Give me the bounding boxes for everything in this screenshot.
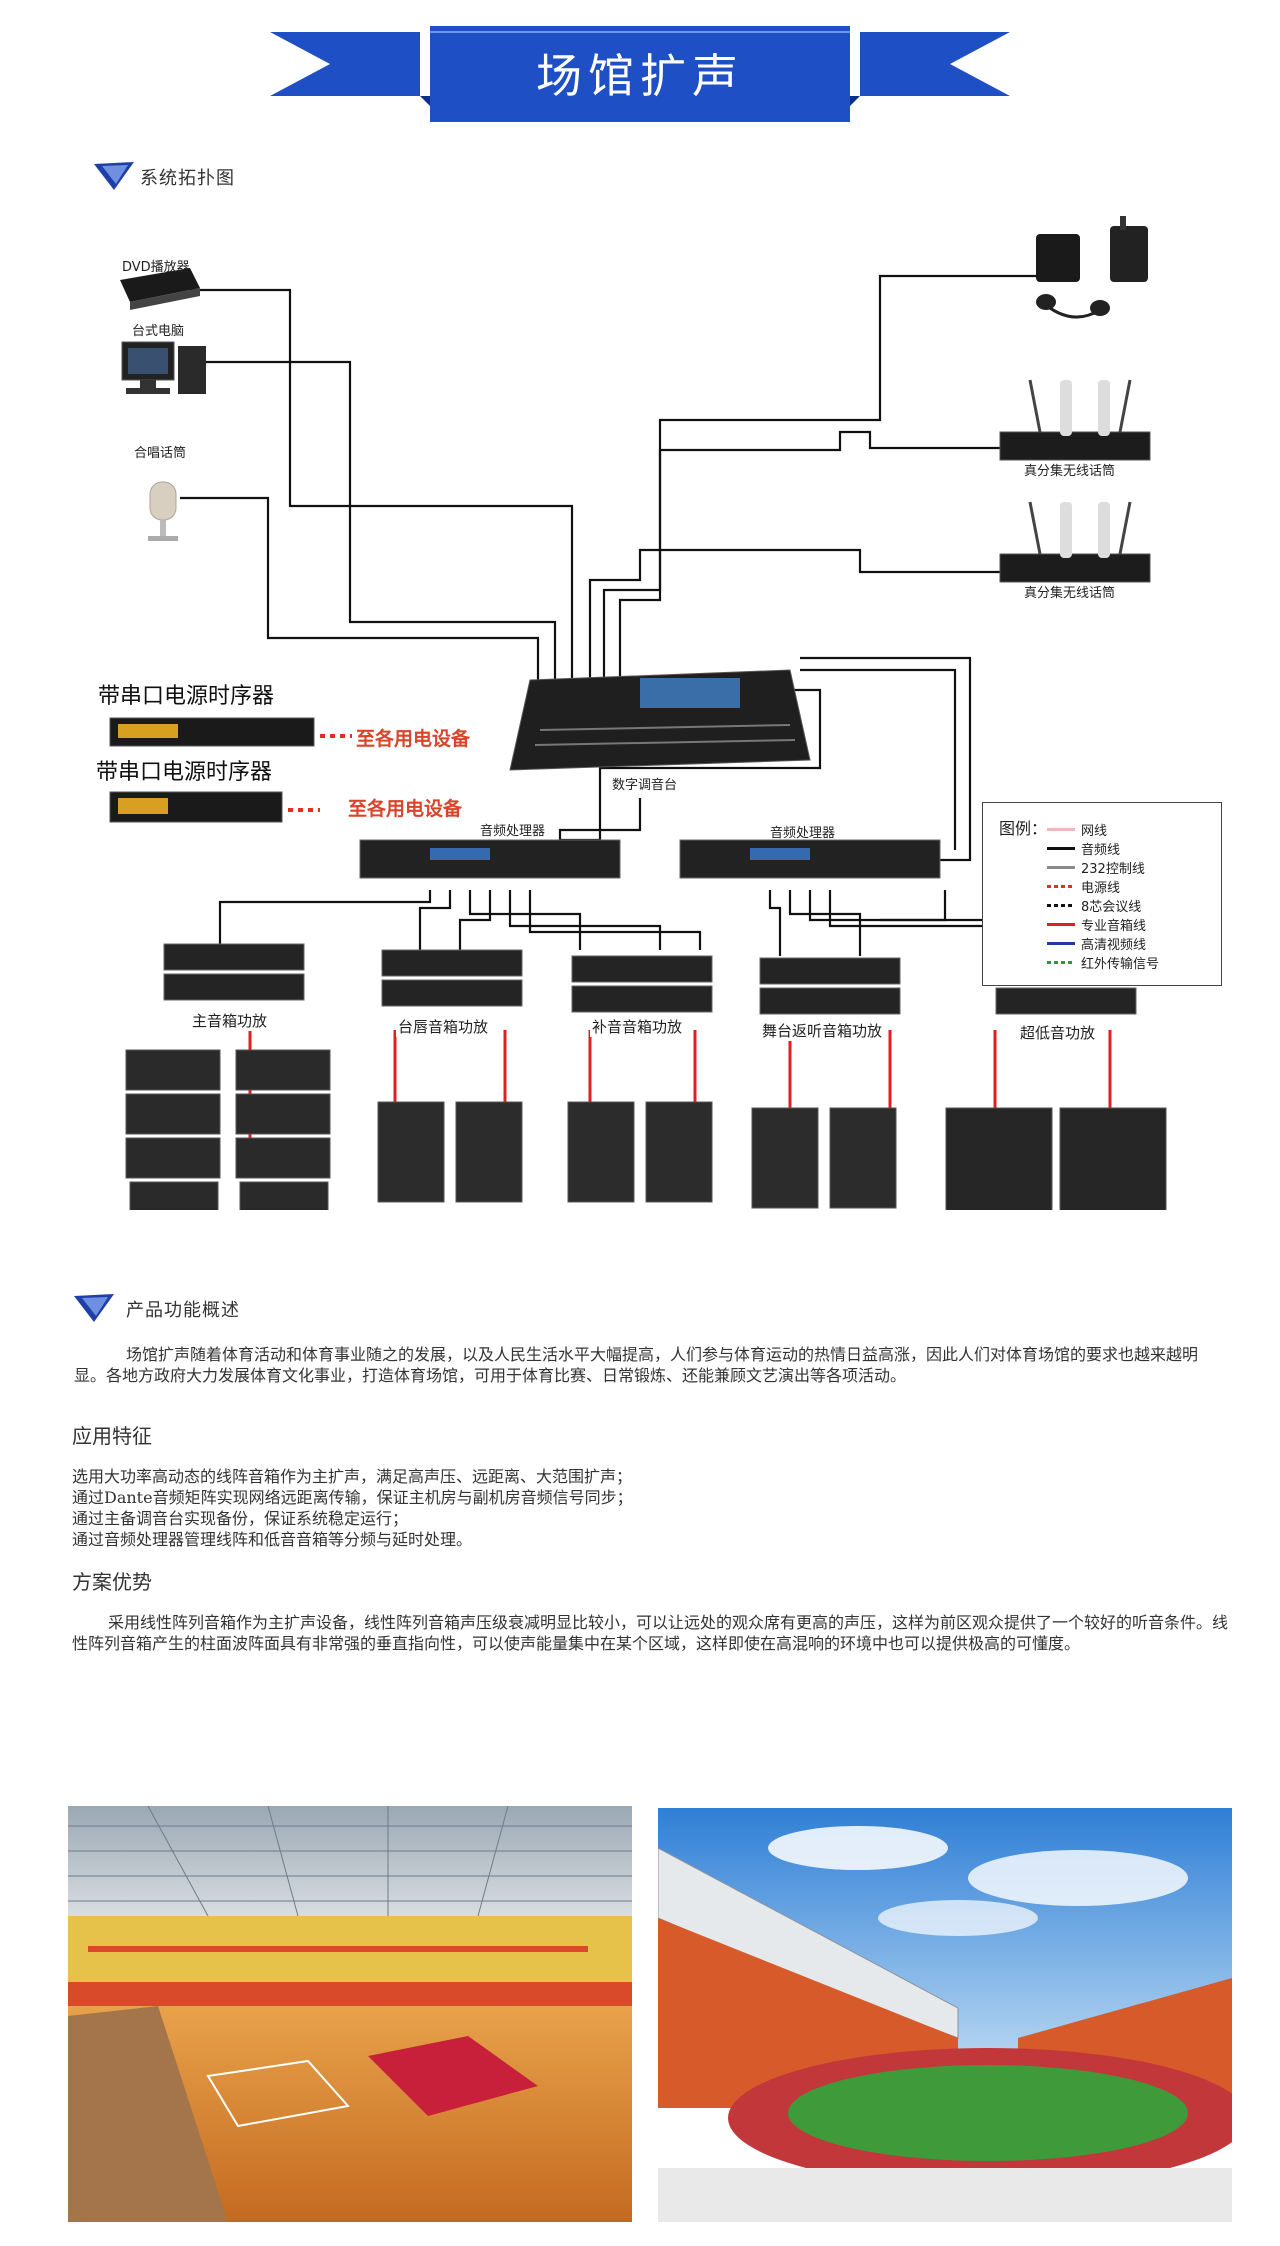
digital-mixer-icon xyxy=(509,669,811,771)
features-list: 选用大功率高动态的线阵音箱作为主扩声，满足高声压、远距离、大范围扩声； 通过Da… xyxy=(72,1466,1222,1550)
legend-item-rs232: 232控制线 xyxy=(1047,859,1217,877)
legend-title: 图例： xyxy=(999,819,1048,838)
section-heading-overview: 产品功能概述 xyxy=(72,1290,352,1324)
lavalier-headset-mic-icon xyxy=(1036,216,1148,319)
amp-label-subwoofer: 超低音功放 xyxy=(1018,1022,1098,1043)
dvd-player-label: DVD播放器 xyxy=(122,260,190,275)
outdoor-stadium-photo xyxy=(658,1808,1232,2222)
audio-processor-1-icon xyxy=(359,839,621,879)
amp-label-main: 主音箱功放 xyxy=(190,1010,270,1031)
amp-label-fill: 补音音箱功放 xyxy=(590,1016,685,1037)
feature-item: 通过音频处理器管理线阵和低音音箱等分频与延时处理。 xyxy=(72,1530,473,1549)
chorus-mic-label: 合唱话筒 xyxy=(134,446,187,461)
title-banner xyxy=(270,26,1010,122)
legend-item-speaker: 专业音箱线 xyxy=(1047,916,1217,934)
legend-item-network: 网线 xyxy=(1047,821,1217,839)
dvd-player-icon xyxy=(120,268,200,310)
section-title: 系统拓扑图 xyxy=(140,168,235,189)
amplifier-racks xyxy=(163,943,1137,1015)
audio-processor-2-icon xyxy=(679,839,941,879)
power-sequencer-2-icon xyxy=(109,791,283,823)
sequencer-1-label: 带串口电源时序器 xyxy=(98,684,275,709)
desktop-computer-icon xyxy=(121,341,206,394)
condenser-microphone-icon xyxy=(148,481,178,541)
amp-label-stage-lip: 台唇音箱功放 xyxy=(396,1016,491,1037)
triangle-marker-icon xyxy=(74,1294,114,1322)
feature-item: 通过Dante音频矩阵实现网络远距离传输，保证主机房与副机房音频信号同步； xyxy=(72,1488,633,1507)
legend-item-audio: 音频线 xyxy=(1047,840,1217,858)
legend-box: 图例： 网线 音频线 232控制线 电源线 8芯会议线 专业音箱线 高清视频线 xyxy=(982,802,1222,986)
desktop-label: 台式电脑 xyxy=(132,324,185,339)
topology-wiring xyxy=(109,216,1167,1210)
wireless-mic-1-label: 真分集无线话筒 xyxy=(1024,464,1116,479)
line-array-speakers xyxy=(125,1049,331,1210)
system-topology-diagram: DVD播放器 台式电脑 合唱话筒 真分集无线话筒 真分集无线话筒 带串口电源时序… xyxy=(0,150,1280,1210)
overview-intro: 场馆扩声随着体育活动和体育事业随之的发展，以及人民生活水平大幅提高，人们参与体育… xyxy=(74,1345,1199,1385)
to-equipment-1-label: 至各用电设备 xyxy=(356,728,471,750)
triangle-marker-icon xyxy=(94,162,134,190)
processor-2-label: 音频处理器 xyxy=(770,826,836,841)
wireless-receiver-1-icon xyxy=(999,379,1151,461)
advantages-text: 采用线性阵列音箱作为主扩声设备，线性阵列音箱声压级衰减明显比较小，可以让远处的观… xyxy=(72,1613,1229,1653)
section-heading-topology: 系统拓扑图 xyxy=(92,158,352,192)
amp-label-monitor: 舞台返听音箱功放 xyxy=(760,1020,885,1041)
legend-item-video: 高清视频线 xyxy=(1047,935,1217,953)
legend-item-power: 电源线 xyxy=(1047,878,1217,896)
feature-item: 通过主备调音台实现备份，保证系统稳定运行； xyxy=(72,1509,409,1528)
power-sequencer-1-icon xyxy=(109,717,315,747)
indoor-arena-photo xyxy=(68,1806,632,2222)
legend-item-infrared: 红外传输信号 xyxy=(1047,954,1217,972)
wireless-receiver-2-icon xyxy=(999,501,1151,583)
page-title: 场馆扩声 xyxy=(536,49,744,103)
feature-item: 选用大功率高动态的线阵音箱作为主扩声，满足高声压、远距离、大范围扩声； xyxy=(72,1467,633,1486)
advantages-heading: 方案优势 xyxy=(72,1570,152,1594)
subwoofer-speakers xyxy=(945,1107,1167,1210)
to-equipment-2-label: 至各用电设备 xyxy=(348,798,463,820)
wireless-mic-2-label: 真分集无线话筒 xyxy=(1024,586,1116,601)
processor-1-label: 音频处理器 xyxy=(480,824,546,839)
features-heading: 应用特征 xyxy=(72,1424,152,1448)
sequencer-2-label: 带串口电源时序器 xyxy=(96,760,273,785)
section-title: 产品功能概述 xyxy=(126,1300,240,1321)
mixer-label: 数字调音台 xyxy=(612,778,678,793)
full-range-speakers xyxy=(377,1101,897,1209)
legend-item-conference: 8芯会议线 xyxy=(1047,897,1217,915)
